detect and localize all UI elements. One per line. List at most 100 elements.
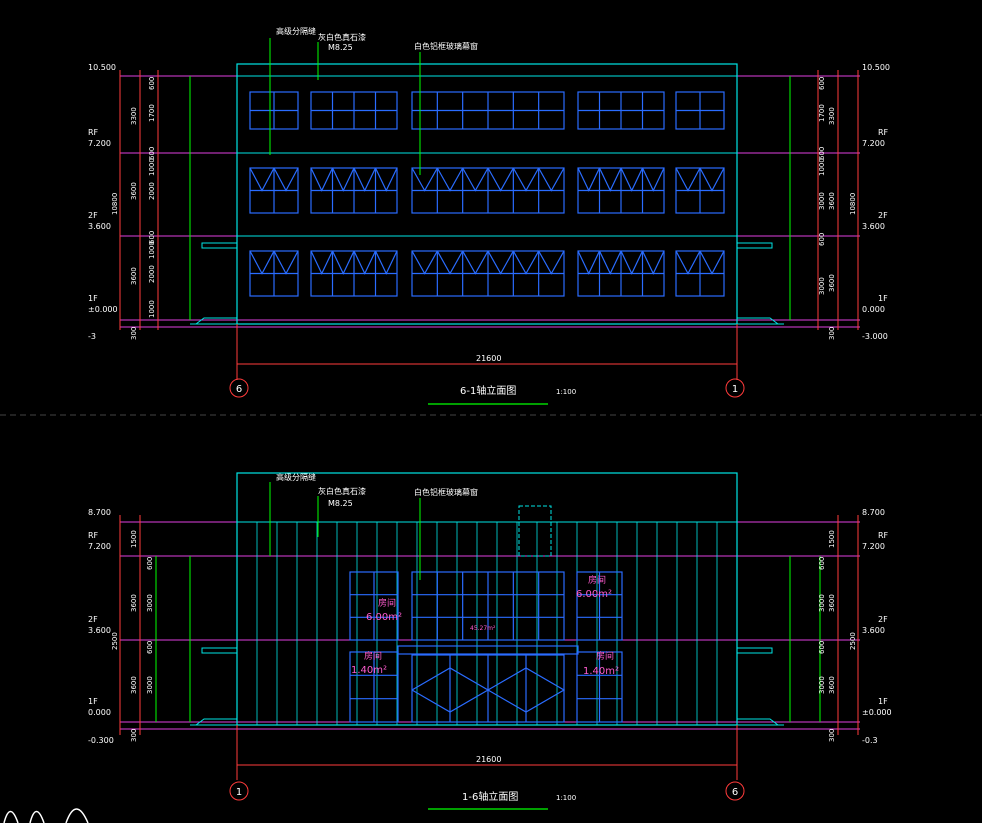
building-outline (236, 472, 738, 726)
svg-text:-0.3: -0.3 (862, 736, 878, 745)
sash-mark (577, 250, 601, 275)
svg-text:1F: 1F (88, 294, 98, 303)
svg-text:3600: 3600 (828, 594, 836, 612)
svg-text:1: 1 (732, 384, 738, 395)
partial-arcs (3, 808, 89, 823)
left-dim-lines (119, 70, 159, 330)
svg-text:600: 600 (148, 77, 156, 90)
svg-text:2000: 2000 (148, 182, 156, 200)
left-dim-lines (119, 515, 141, 735)
svg-text:2F: 2F (878, 615, 888, 624)
left-green (155, 556, 191, 722)
note-leaders (269, 482, 421, 580)
svg-text:±0.000: ±0.000 (88, 305, 118, 314)
note-2-sub: M8.25 (328, 43, 353, 52)
drawing-scale: 1:100 (556, 388, 576, 396)
svg-text:2F: 2F (88, 211, 98, 220)
svg-text:1.40m²: 1.40m² (351, 665, 387, 676)
svg-text:RF: RF (88, 128, 99, 137)
sash-mark (436, 250, 464, 275)
sash-mark (538, 250, 565, 275)
svg-text:3.600: 3.600 (862, 222, 885, 231)
drawing-scale: 1:100 (556, 794, 576, 802)
svg-text:3000: 3000 (818, 192, 826, 210)
svg-text:3600: 3600 (130, 594, 138, 612)
sash-mark (411, 250, 438, 275)
sash-mark (487, 250, 514, 275)
left-dim-texts: 1500 3600 3600 300 2500 600 3000 600 300… (111, 530, 154, 742)
svg-text:1700: 1700 (148, 104, 156, 122)
sash-mark (374, 167, 398, 192)
svg-text:房间: 房间 (596, 650, 614, 662)
svg-text:3600: 3600 (828, 192, 836, 210)
svg-text:1: 1 (236, 787, 242, 798)
svg-text:1700: 1700 (818, 104, 826, 122)
left-level-markers: 10.500 RF 7.200 2F 3.600 1F ±0.000 -3 (88, 63, 118, 341)
sash-mark (249, 167, 275, 192)
svg-text:3.600: 3.600 (88, 222, 111, 231)
room-labels: 房间 6.00m² 房间 6.00m² 房间 1.40m² 房间 1.40m² … (351, 574, 619, 677)
note-2: 灰白色真石漆 (318, 486, 366, 496)
sash-mark (374, 250, 398, 275)
svg-text:3.600: 3.600 (88, 626, 111, 635)
sash-mark (538, 167, 565, 192)
svg-text:房间: 房间 (364, 650, 382, 662)
svg-text:600: 600 (818, 233, 826, 246)
svg-text:600: 600 (818, 641, 826, 654)
sash-mark (249, 250, 275, 275)
svg-text:1000: 1000 (148, 241, 156, 259)
note-3: 白色铝框玻璃幕窗 (414, 487, 478, 497)
svg-text:房间: 房间 (378, 597, 396, 609)
sash-mark (512, 250, 540, 275)
door-swing (487, 667, 566, 713)
sash-mark (411, 167, 438, 192)
svg-text:300: 300 (828, 327, 836, 340)
svg-text:7.200: 7.200 (862, 542, 885, 551)
roof-stair (518, 505, 552, 557)
sash-mark (620, 250, 644, 275)
svg-text:1F: 1F (88, 697, 98, 706)
svg-text:3600: 3600 (130, 182, 138, 200)
sash-mark (462, 250, 489, 275)
svg-text:600: 600 (148, 231, 156, 244)
right-dim-texts: 1500 3600 3600 300 2500 600 3000 600 300… (818, 530, 857, 742)
svg-text:7.200: 7.200 (88, 542, 111, 551)
svg-text:2500: 2500 (111, 632, 119, 650)
sash-mark (512, 167, 540, 192)
sash-mark (675, 250, 701, 275)
svg-text:2F: 2F (88, 615, 98, 624)
sash-mark (462, 167, 489, 192)
svg-text:300: 300 (130, 327, 138, 340)
svg-text:10.500: 10.500 (88, 63, 116, 72)
sash-mark (620, 167, 644, 192)
svg-text:600: 600 (818, 77, 826, 90)
sash-mark (598, 250, 622, 275)
sash-mark (331, 167, 355, 192)
sash-mark (487, 167, 514, 192)
svg-text:3000: 3000 (146, 594, 154, 612)
sash-mark (641, 167, 665, 192)
svg-text:7.200: 7.200 (88, 139, 111, 148)
svg-text:10.500: 10.500 (862, 63, 890, 72)
svg-text:1500: 1500 (130, 530, 138, 548)
svg-text:0.000: 0.000 (88, 708, 111, 717)
width-dim: 21600 (476, 755, 501, 764)
sash-mark (353, 167, 377, 192)
right-dim-lines (817, 70, 859, 330)
left-level-markers: 8.700 RF 7.200 2F 3.600 1F 0.000 -0.300 (88, 508, 114, 745)
svg-text:3000: 3000 (146, 676, 154, 694)
axis-bubble-left (229, 781, 249, 801)
svg-text:3300: 3300 (130, 107, 138, 125)
svg-text:300: 300 (828, 729, 836, 742)
svg-text:3300: 3300 (828, 107, 836, 125)
right-level-markers: 10.500 RF 7.200 2F 3.600 1F 0.000 -3.000 (862, 63, 890, 341)
svg-text:7.200: 7.200 (862, 139, 885, 148)
note-2-sub: M8.25 (328, 499, 353, 508)
svg-text:-0.300: -0.300 (88, 736, 114, 745)
sash-mark (675, 167, 701, 192)
sash-mark (436, 167, 464, 192)
svg-text:6: 6 (732, 787, 738, 798)
note-1: 高级分隔缝 (276, 472, 316, 482)
door-canopy (397, 645, 579, 655)
